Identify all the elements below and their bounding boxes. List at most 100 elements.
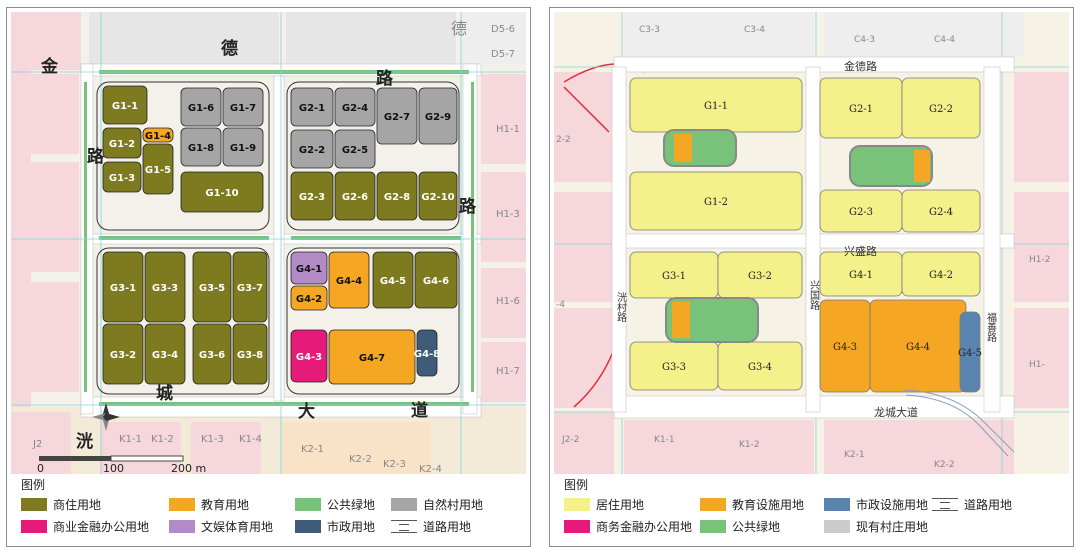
legend-swatch xyxy=(295,519,321,533)
scale-bar: 0 100 200 m xyxy=(37,455,206,474)
parcel-label: G4-3 xyxy=(833,342,857,353)
legend-swatch xyxy=(21,497,47,511)
parcel-label: G4-8 xyxy=(414,349,440,360)
legend-swatch xyxy=(21,519,47,533)
corner-label: K2-2 xyxy=(349,454,372,465)
corner-label: -4 xyxy=(556,300,565,310)
parcel-label: G3-1 xyxy=(110,283,136,294)
parcel-g1-3 xyxy=(102,161,142,193)
parcel-g3-1 xyxy=(102,251,144,323)
legend-item: 商住用地 xyxy=(21,496,101,512)
corner-label: 德 xyxy=(451,19,467,38)
parcel-g3-2 xyxy=(102,323,144,385)
parcel-label: G4-2 xyxy=(296,294,322,305)
parcel-label: G4-1 xyxy=(296,264,322,275)
parcel-g2-8 xyxy=(376,171,418,221)
parcel-g2-4 xyxy=(334,87,376,127)
road-label: 兴盛路 xyxy=(844,244,877,258)
road-label: 城 xyxy=(156,384,173,404)
parcel-g4-5 xyxy=(959,311,981,393)
parcel-label: G1-10 xyxy=(205,188,238,199)
legend-item: 道路用地 xyxy=(932,496,1012,512)
road-label: 路 xyxy=(87,146,105,167)
corner-label: H1-3 xyxy=(496,209,520,220)
corner-label: D5-6 xyxy=(491,24,515,35)
legend-swatch xyxy=(824,519,850,533)
corner-label: H1-1 xyxy=(496,124,520,135)
legend-swatch xyxy=(391,497,417,511)
legend-label: 道路用地 xyxy=(964,497,1013,512)
road-label: 金 xyxy=(40,56,59,77)
parcel-label: G1-9 xyxy=(230,143,256,154)
parcel-label: G2-7 xyxy=(384,112,410,123)
parcel-label: G2-4 xyxy=(929,207,953,218)
corner-label: K1-4 xyxy=(239,434,262,445)
parcel-label: G2-5 xyxy=(342,145,368,156)
corner-label: K1-2 xyxy=(151,434,174,445)
scale-label: 200 m xyxy=(171,462,206,474)
parcel-label: G1-1 xyxy=(704,101,728,112)
corner-label: K2-3 xyxy=(383,459,406,470)
parcel-label: G2-3 xyxy=(849,207,873,218)
parcel-g1-4 xyxy=(142,127,174,143)
legend-label: 市政设施用地 xyxy=(856,497,929,512)
scale-label: 100 xyxy=(103,462,124,474)
parcel-g3-7 xyxy=(232,251,268,323)
corner-label: C3-4 xyxy=(744,25,765,35)
parcel-label: G2-4 xyxy=(342,103,368,114)
parcel-g2-4 xyxy=(901,189,981,233)
parcel-g2-2 xyxy=(290,129,334,169)
parcel-label: G4-2 xyxy=(929,270,953,281)
parcel-g2-2 xyxy=(901,77,981,139)
legend-item: 公共绿地 xyxy=(700,518,780,534)
parcel-label: G3-2 xyxy=(110,350,136,361)
corner-label: K1-2 xyxy=(739,440,760,450)
corner-label: H1- xyxy=(1029,360,1045,370)
legend-item: 道路用地 xyxy=(391,518,471,534)
left-legend: 图例 商住用地教育用地公共绿地自然村用地商业金融办公用地文娱体育用地市政用地道路… xyxy=(17,474,522,544)
legend-label: 教育用地 xyxy=(201,497,250,512)
corner-label: C4-4 xyxy=(934,35,955,45)
parcel-g2-5 xyxy=(334,129,376,169)
parcel-label: G1-8 xyxy=(188,143,214,154)
legend-swatch xyxy=(169,497,195,511)
parcel-label: G4-4 xyxy=(336,276,362,287)
corner-label: D5-7 xyxy=(491,49,515,60)
parcel-label: G2-6 xyxy=(342,192,368,203)
legend-label: 商业金融办公用地 xyxy=(53,519,150,534)
corner-label: J2-2 xyxy=(561,435,579,445)
parcel-g3-8 xyxy=(232,323,268,385)
parcel-g2-9 xyxy=(418,87,458,145)
parcel-g1-6 xyxy=(180,87,222,127)
road-label: 道 xyxy=(411,400,428,421)
parcel-g1-2 xyxy=(629,171,803,231)
corner-label: K1-1 xyxy=(654,435,675,445)
legend-swatch xyxy=(564,519,590,533)
legend-swatch xyxy=(824,497,850,511)
road-swatch-icon xyxy=(391,519,417,533)
parcel-label: G1-6 xyxy=(188,103,214,114)
road-label: 洸 xyxy=(76,431,93,452)
parcel-label: G4-3 xyxy=(296,352,322,363)
parcel-label: G3-2 xyxy=(748,271,772,282)
parcel-label: G2-1 xyxy=(299,103,325,114)
legend-item: 文娱体育用地 xyxy=(169,518,273,534)
parcel-g1-7 xyxy=(222,87,264,127)
parcel-label: G1-2 xyxy=(109,139,135,150)
right-legend: 图例 居住用地教育设施用地市政设施用地道路用地商务金融办公用地公共绿地现有村庄用… xyxy=(560,474,1065,544)
legend-title: 图例 xyxy=(21,478,46,492)
parcel-g2-10 xyxy=(418,171,458,221)
corner-label: K1-3 xyxy=(201,434,224,445)
parcel-g3-6 xyxy=(192,323,232,385)
parcel-g1-5 xyxy=(142,143,174,195)
parcel-label: G3-3 xyxy=(152,283,178,294)
parcel-g2-1 xyxy=(290,87,334,127)
parcel-g3-2 xyxy=(717,251,803,299)
parcel-g2-7 xyxy=(376,87,418,145)
parcel-label: G4-5 xyxy=(380,276,406,287)
parcel-g1-1 xyxy=(102,85,148,125)
